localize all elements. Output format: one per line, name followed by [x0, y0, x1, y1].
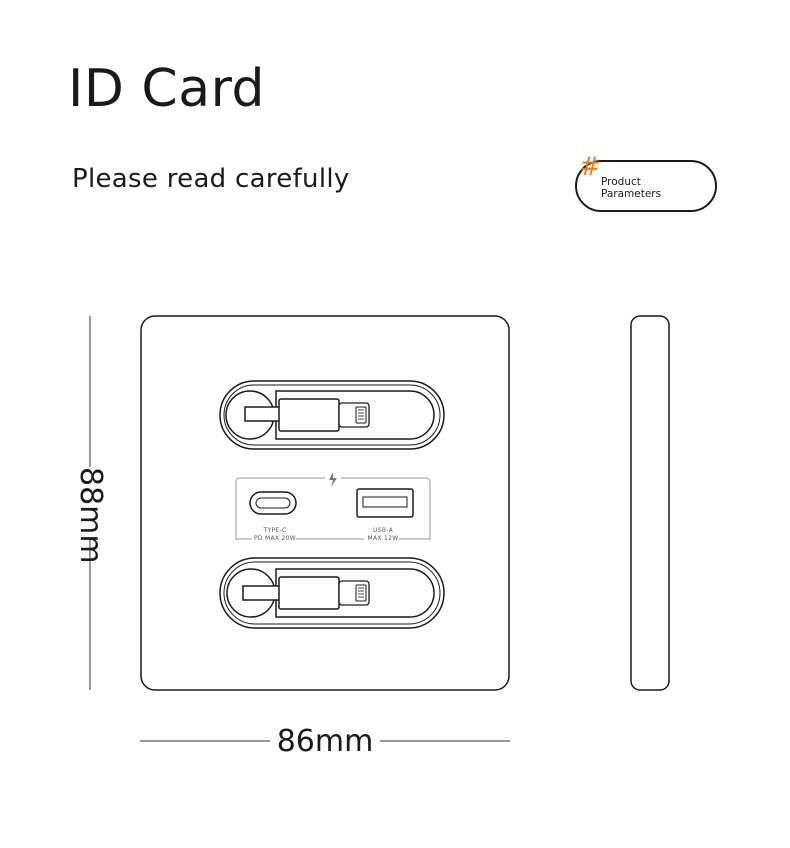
top-cable-slot	[219, 380, 445, 450]
usba-name: USB-A	[373, 527, 393, 534]
typec-label: TYPE-C PD MAX 20W	[248, 527, 302, 543]
typec-name: TYPE-C	[263, 527, 287, 534]
badge-label: Product Parameters	[601, 176, 661, 200]
product-parameters-badge: # Product Parameters	[575, 154, 717, 212]
device-front-outline	[140, 315, 510, 691]
page-subtitle: Please read carefully	[72, 164, 350, 194]
port-panel	[235, 472, 431, 540]
badge-label-line2: Parameters	[601, 188, 662, 200]
usba-spec: MAX 12W	[367, 535, 399, 542]
width-dimension-label: 86mm	[270, 722, 380, 762]
bottom-cable-slot	[219, 557, 445, 629]
typec-spec: PD MAX 20W	[253, 535, 296, 542]
badge-label-line1: Product	[601, 176, 641, 188]
usba-label: USB-A MAX 12W	[358, 527, 408, 543]
lightning-connector-bottom	[278, 576, 340, 610]
lightning-bolt-icon	[329, 472, 337, 487]
height-dimension-label: 88mm	[67, 467, 113, 564]
page-title: ID Card	[68, 59, 266, 119]
lightning-connector-top	[278, 398, 340, 432]
device-side-outline	[630, 315, 670, 691]
hash-icon: #	[579, 152, 601, 182]
typec-port-icon	[249, 491, 297, 515]
usba-port-icon	[356, 488, 414, 518]
